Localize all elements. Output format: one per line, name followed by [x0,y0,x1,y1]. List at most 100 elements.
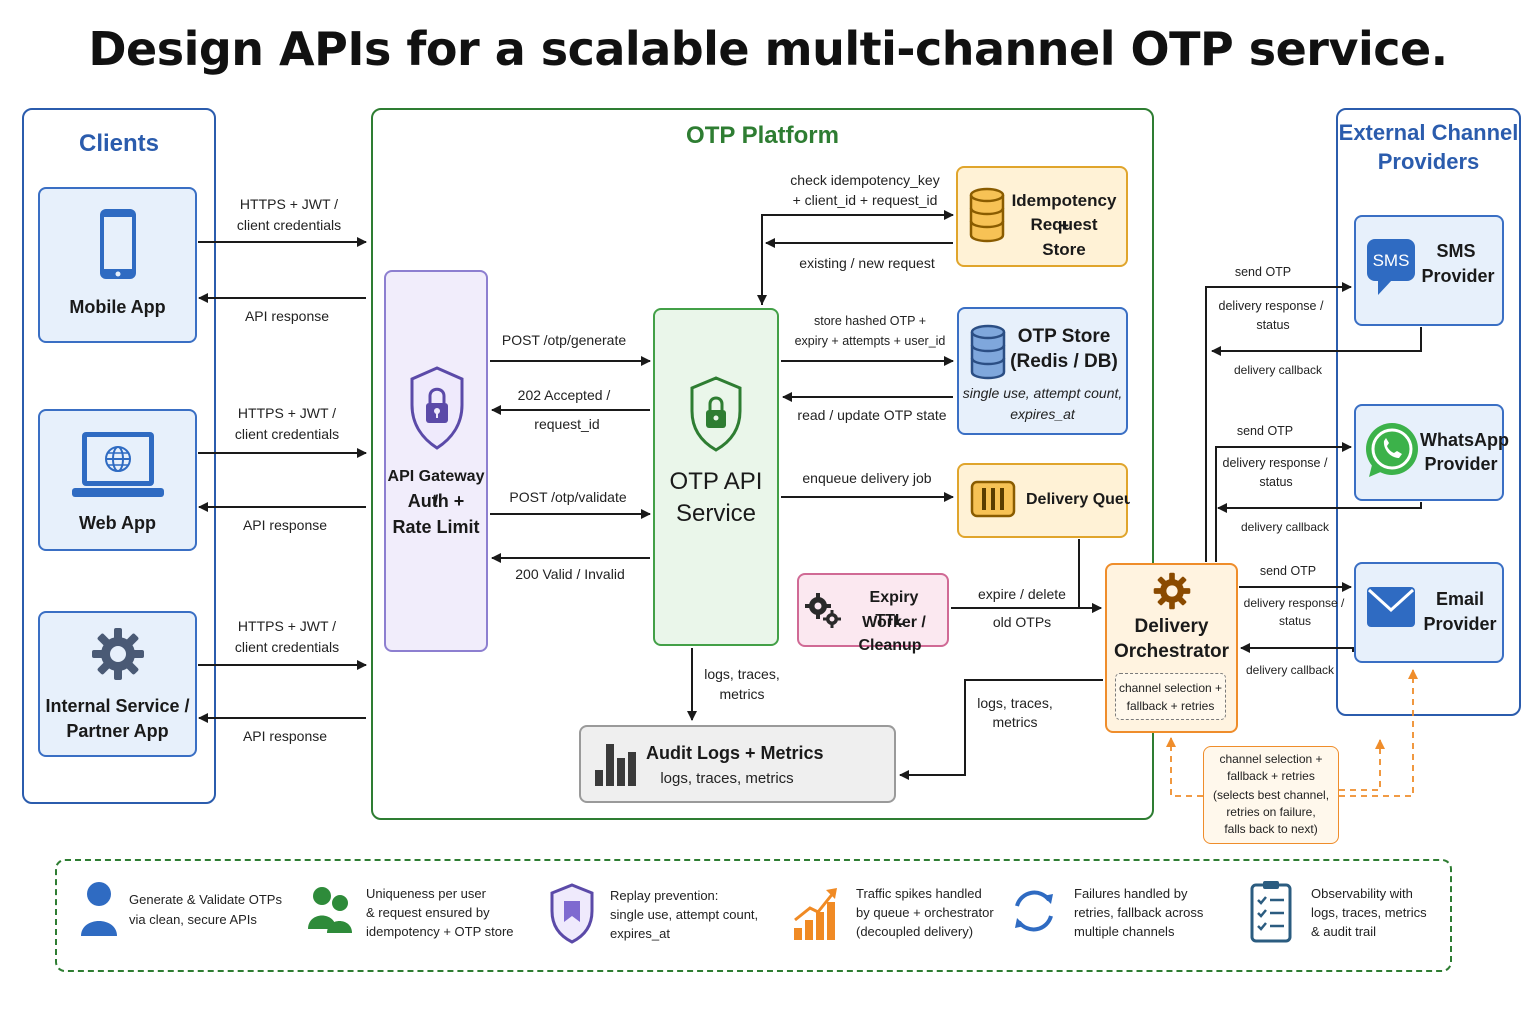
gear-orange-icon [1153,572,1191,610]
api-gateway-label-line1: API Gateway / [387,468,485,510]
whatsapp-callback-label: delivery callback [1240,520,1330,534]
internal-response-label: API response [242,728,328,744]
callout-line2: fallback + retries [1227,769,1315,783]
api-gateway-label-line2: Auth + [407,491,465,511]
refresh-icon [1015,890,1053,932]
accepted-label-line1: 202 Accepted / [517,387,611,403]
expiry-worker-card [797,573,949,647]
benefit-2-line2: & request ensured by [366,905,490,920]
external-providers-group [1336,108,1521,716]
bar-chart-icon [595,744,636,786]
internal-request-label-line1: HTTPS + JWT / [237,618,337,634]
mobile-request-label-line1: HTTPS + JWT / [239,196,339,212]
generate-endpoint-label: POST /otp/generate [501,332,627,348]
whatsapp-provider-label-line1: WhatsApp [1420,430,1509,450]
email-callback-label: delivery callback [1245,663,1335,677]
benefit-4-line3: (decoupled delivery) [856,924,974,939]
expire-label-line2: old OTPs [992,614,1052,630]
valid-label: 200 Valid / Invalid [515,566,625,582]
sms-response-label-line2: status [1256,318,1290,332]
email-send-label: send OTP [1259,564,1317,578]
benefits-strip [55,859,1452,972]
otp-store-write-label-line1: store hashed OTP + [814,314,926,328]
enqueue-label: enqueue delivery job [802,470,932,486]
email-provider-label-line2: Provider [1423,614,1497,634]
internal-service-label-line1: Internal Service / [45,696,190,716]
benefit-1-line1: Generate & Validate OTPs [129,892,282,907]
orchestrator-label-line1: Delivery [1134,616,1209,637]
otp-store-label-line2: (Redis / DB) [1010,351,1118,372]
sms-badge-text: SMS [1372,251,1410,270]
orchestrator-note-line1: channel selection + [1118,681,1223,695]
benefit-5-line1: Failures handled by [1074,886,1188,901]
otp-service-label-line2: Service [675,500,757,527]
mobile-phone-icon [100,209,136,279]
service-logs-label-line2: metrics [719,686,765,702]
sms-provider-card [1354,215,1504,326]
idempotency-label-line2: Request Store [1030,215,1098,259]
whatsapp-provider-card [1354,404,1504,501]
gear-icon [92,628,144,680]
expiry-worker-label-line2: TTL Cleanup [858,612,922,654]
benefit-4-line1: Traffic spikes handled [856,886,982,901]
callout-line4: retries on failure, [1226,805,1316,819]
orchestrator-note-line2: fallback + retries [1126,699,1215,713]
orchestrator-note [1115,673,1226,720]
mobile-app-label: Mobile App [69,297,166,317]
internal-service-label-line2: Partner App [66,721,169,741]
email-response-label-line2: status [1278,614,1311,628]
orchestrator-callout [1203,746,1339,844]
shield-lock-green-icon [690,376,742,452]
otp-service-label-line1: OTP API [669,468,763,495]
web-response-label: API response [242,517,328,533]
sms-send-label: send OTP [1234,265,1292,279]
shield-bookmark-icon [550,883,594,944]
users-icon [308,887,352,933]
otp-store-read-label: read / update OTP state [797,407,947,423]
checklist-icon [1250,881,1292,943]
whatsapp-icon [1366,423,1418,477]
delivery-queue-label: Delivery Queue [1026,491,1130,508]
idempotency-check-label-line2: + client_id + request_id [792,192,938,208]
otp-api-service-card [653,308,779,646]
sms-callback-label: delivery callback [1233,363,1323,377]
benefit-6-line1: Observability with [1311,886,1413,901]
accepted-label-line2: request_id [534,416,600,432]
envelope-icon [1367,587,1415,627]
gears-icon [805,593,841,628]
audit-logs-subtitle: logs, traces, metrics [660,770,794,787]
database-icon [970,324,1006,380]
shield-lock-icon [410,366,464,450]
whatsapp-provider-label-line2: Provider [1424,454,1498,474]
email-provider-label-line1: Email [1435,589,1485,609]
benefit-2-line1: Uniqueness per user [366,886,486,901]
web-app-label: Web App [79,513,156,533]
sms-bubble-icon [1367,239,1415,295]
orchestrator-label-line2: Orchestrator [1113,641,1230,662]
expire-label-line1: expire / delete [978,586,1066,602]
whatsapp-response-label-line1: delivery response / [1222,456,1328,470]
database-icon [969,187,1005,243]
benefit-6-line3: & audit trail [1311,924,1377,939]
whatsapp-send-label: send OTP [1236,424,1294,438]
external-providers-title-line2: Providers [1377,149,1480,174]
idempotency-check-label-line1: check idempotency_key [790,172,940,188]
whatsapp-response-label-line2: status [1259,475,1293,489]
expiry-worker-label-line1: Expiry Worker / [862,589,926,631]
web-request-label-line2: client credentials [234,426,340,442]
otp-store-label-line1: OTP Store [1017,326,1111,347]
validate-endpoint-label: POST /otp/validate [509,489,627,505]
benefit-6-line2: logs, traces, metrics [1311,905,1427,920]
laptop-globe-icon [72,432,164,497]
clients-group-title: Clients [78,130,159,157]
audit-logs-title: Audit Logs + Metrics [646,743,824,763]
benefit-5-line3: multiple channels [1074,924,1175,939]
idempotency-existing-label: existing / new request [799,255,935,271]
callout-line1: channel selection + [1219,752,1323,766]
otp-platform-group [371,108,1154,820]
page-title: Design APIs for a scalable multi-channel… [88,22,1448,76]
callout-line3: (selects best channel, [1212,788,1330,802]
benefit-3-line3: expires_at [610,926,670,941]
growth-chart-icon [794,888,837,940]
